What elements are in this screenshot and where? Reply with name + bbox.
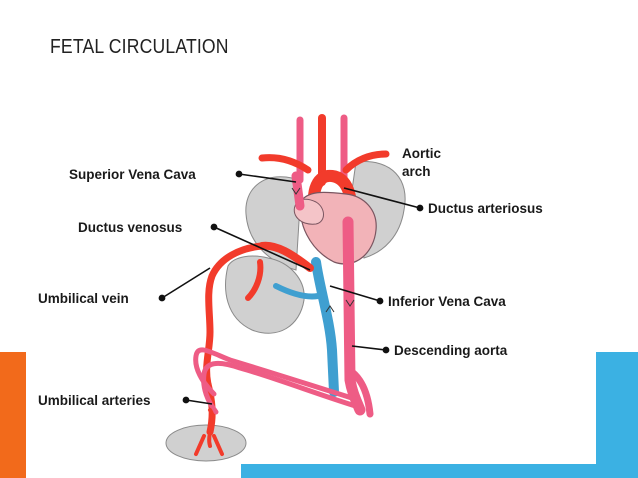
leader-inferior-vena-cava <box>329 285 381 302</box>
label-descending-aorta: Descending aorta <box>394 343 508 358</box>
leader-dot-ductus-venosus <box>210 223 218 231</box>
label-inferior-vena-cava: Inferior Vena Cava <box>388 294 506 309</box>
label-ductus-arteriosus: Ductus arteriosus <box>428 201 543 216</box>
accent-bar-right <box>596 352 638 478</box>
ductus-venosus-vessel <box>258 241 314 272</box>
portal-branch <box>245 259 264 301</box>
label-ductus-venosus: Ductus venosus <box>78 220 182 235</box>
iliac-branch-right <box>348 368 374 418</box>
leader-ductus-venosus <box>213 226 311 271</box>
umbilical-artery-1 <box>193 347 361 403</box>
label-aortic-arch-2: arch <box>402 164 431 179</box>
label-superior-vena-cava: Superior Vena Cava <box>69 167 196 182</box>
flow-arrow-svc <box>291 187 301 195</box>
leader-dot-inferior-vena-cava <box>376 297 384 305</box>
label-umbilical-vein: Umbilical vein <box>38 291 129 306</box>
subclavian-left <box>258 154 312 174</box>
accent-bar-left <box>0 352 26 478</box>
flow-arrow-ivc <box>325 305 335 313</box>
placenta <box>165 424 247 462</box>
inferior-vena-cava-vessel <box>311 257 339 397</box>
subclavian-right <box>342 150 390 174</box>
leader-dot-umbilical-vein <box>158 294 166 302</box>
umbilical-cord-to-placenta <box>194 408 224 456</box>
leader-descending-aorta <box>351 345 387 351</box>
leader-dot-umbilical-arteries <box>182 396 190 404</box>
liver <box>225 255 305 334</box>
leader-dot-ductus-arteriosus <box>416 204 424 212</box>
slide-title: FETAL CIRCULATION <box>50 36 229 58</box>
umbilical-artery-2 <box>201 361 365 415</box>
leader-superior-vena-cava <box>238 173 297 183</box>
leader-umbilical-arteries <box>185 399 213 405</box>
flow-arrow-aorta <box>345 299 355 307</box>
leader-umbilical-vein <box>161 267 211 299</box>
leader-dot-descending-aorta <box>382 346 390 354</box>
hepatic-vein-branch <box>273 283 321 300</box>
leader-dot-superior-vena-cava <box>235 170 243 178</box>
label-umbilical-arteries: Umbilical arteries <box>38 393 151 408</box>
leader-ductus-arteriosus <box>343 187 421 209</box>
umbilical-vein-vessel <box>203 242 266 436</box>
label-aortic-arch-1: Aortic <box>402 146 441 161</box>
accent-bar-bottom <box>241 464 596 478</box>
